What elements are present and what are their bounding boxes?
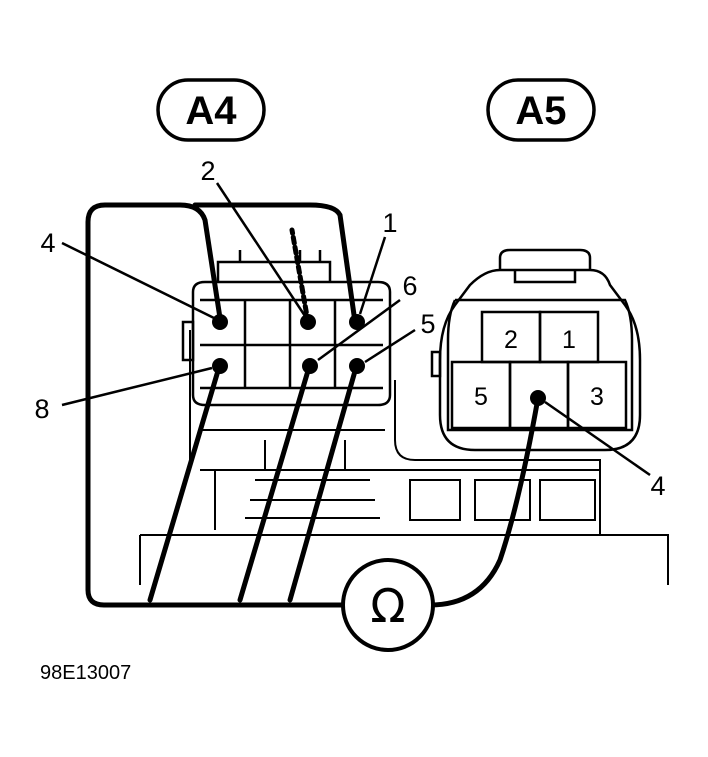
callout-1: 1	[382, 208, 397, 238]
a4-pin-4-dot	[212, 314, 228, 330]
a5-pin-1-label: 1	[562, 326, 576, 354]
leader-4	[61, 241, 215, 320]
a5-pin-3-label: 3	[590, 383, 604, 411]
figure-id: 98E13007	[40, 662, 132, 684]
callout-5: 5	[420, 309, 435, 339]
a5-connector	[430, 248, 642, 452]
lead-pin-8	[147, 361, 223, 603]
a4-pin-1-dot	[349, 314, 365, 330]
a5-pin-5-label: 5	[474, 383, 488, 411]
leader-a5-4	[544, 400, 651, 477]
lead-pin-4-loop	[85, 202, 348, 608]
a4-pin-2-dot	[300, 314, 316, 330]
pin-dots	[212, 314, 546, 406]
leader-6	[317, 298, 401, 362]
a5-badge: A5	[486, 78, 596, 142]
component-housing	[139, 330, 669, 585]
lead-pin-2	[289, 227, 311, 325]
lead-pin-1	[192, 202, 358, 325]
lead-pin-5	[287, 361, 360, 603]
callout-a5-4: 4	[650, 471, 665, 501]
lead-a5-pin-4	[427, 395, 541, 608]
a5-pin-2-label: 2	[504, 326, 518, 354]
callout-8: 8	[34, 394, 49, 424]
a4-badge-label: A4	[185, 89, 237, 133]
callout-2: 2	[200, 156, 215, 186]
callout-4: 4	[40, 228, 55, 258]
a4-connector	[181, 250, 392, 407]
leader-lines	[61, 182, 651, 477]
a5-badge-label: A5	[515, 89, 566, 133]
a4-pin-5-dot	[349, 358, 365, 374]
leader-8	[61, 366, 213, 407]
leader-2	[215, 182, 307, 317]
ohm-symbol: Ω	[370, 579, 405, 633]
a4-pin-8-dot	[212, 358, 228, 374]
lead-pin-6	[237, 361, 313, 603]
callout-6: 6	[402, 271, 417, 301]
a4-pin-6-dot	[302, 358, 318, 374]
ohmmeter: Ω	[341, 558, 435, 652]
a5-pin-4-dot	[530, 390, 546, 406]
leader-1	[358, 236, 387, 315]
a4-badge: A4	[156, 78, 266, 142]
leader-5	[364, 328, 416, 364]
test-leads	[85, 202, 541, 608]
